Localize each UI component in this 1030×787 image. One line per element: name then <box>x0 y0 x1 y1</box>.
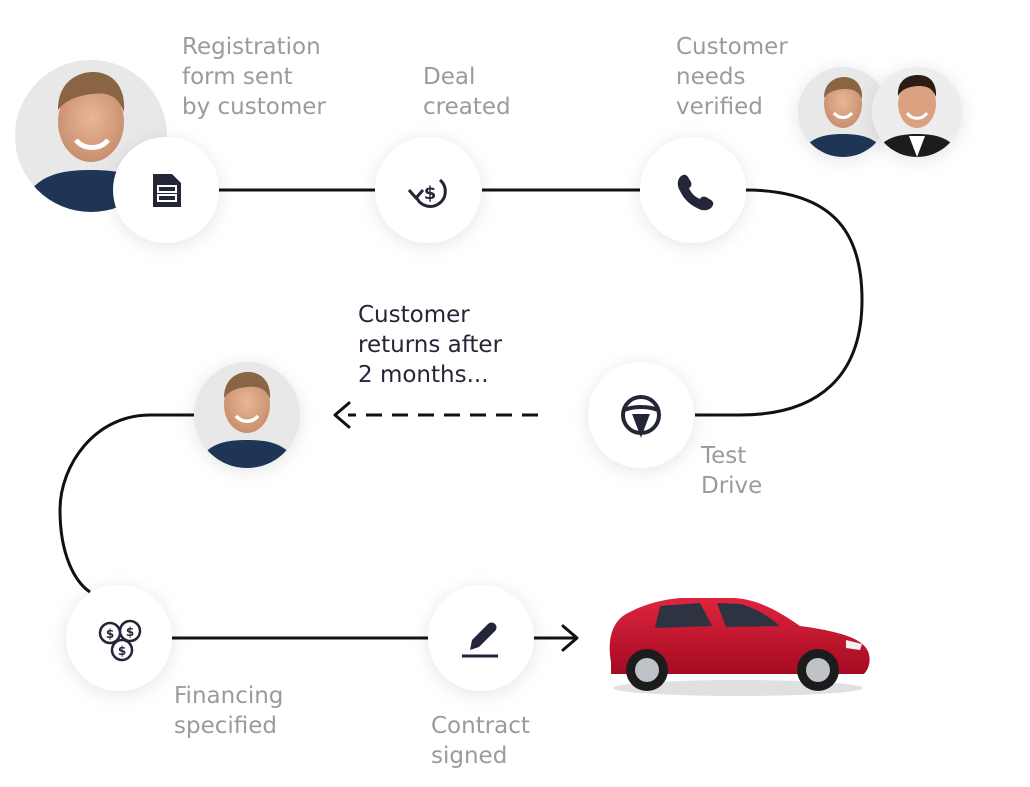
label-line: Contract <box>431 713 530 739</box>
pen-sign-icon <box>462 622 498 658</box>
svg-text:$: $ <box>118 644 126 658</box>
svg-text:$: $ <box>126 625 134 639</box>
label-line: Deal <box>423 64 476 90</box>
coins-icon: $ $ $ <box>98 619 142 662</box>
label-line: Test <box>701 443 747 469</box>
step-node-test-drive <box>588 362 694 468</box>
dollar-refresh-icon: $ <box>407 178 447 208</box>
phone-icon <box>677 174 714 211</box>
label-line: Drive <box>701 473 763 499</box>
label-line: needs <box>676 64 746 90</box>
label-line: by customer <box>182 94 326 120</box>
label-line: returns after <box>358 332 503 358</box>
label-registration: Registration form sent by customer <box>182 32 326 122</box>
label-line: signed <box>431 743 508 769</box>
steering-wheel-icon <box>621 395 661 438</box>
label-line: Financing <box>174 683 284 709</box>
car-image <box>609 598 870 696</box>
form-document-icon <box>153 174 181 207</box>
label-deal: Deal created <box>423 62 511 122</box>
step-node-verified <box>640 137 746 243</box>
step-node-registration <box>113 137 219 243</box>
step-node-contract <box>428 585 534 691</box>
label-line: specified <box>174 713 278 739</box>
label-line: 2 months... <box>358 362 489 388</box>
label-line: created <box>423 94 511 120</box>
label-test-drive: Test Drive <box>701 441 762 501</box>
label-line: Customer <box>676 34 788 60</box>
svg-text:$: $ <box>424 183 437 204</box>
label-returns-note: Customer returns after 2 months... <box>358 300 502 390</box>
step-node-deal: $ <box>375 137 481 243</box>
label-verified: Customer needs verified <box>676 32 788 122</box>
salesperson-avatar <box>872 67 962 157</box>
label-line: form sent <box>182 64 293 90</box>
label-line: Customer <box>358 302 470 328</box>
step-node-financing: $ $ $ <box>66 585 172 691</box>
label-line: verified <box>676 94 763 120</box>
customer-avatar-return <box>194 362 300 468</box>
label-line: Registration <box>182 34 321 60</box>
label-contract: Contract signed <box>431 711 530 771</box>
label-financing: Financing specified <box>174 681 283 741</box>
svg-text:$: $ <box>106 627 114 641</box>
connector-lines <box>58 188 864 652</box>
customer-avatar-small <box>798 67 888 157</box>
